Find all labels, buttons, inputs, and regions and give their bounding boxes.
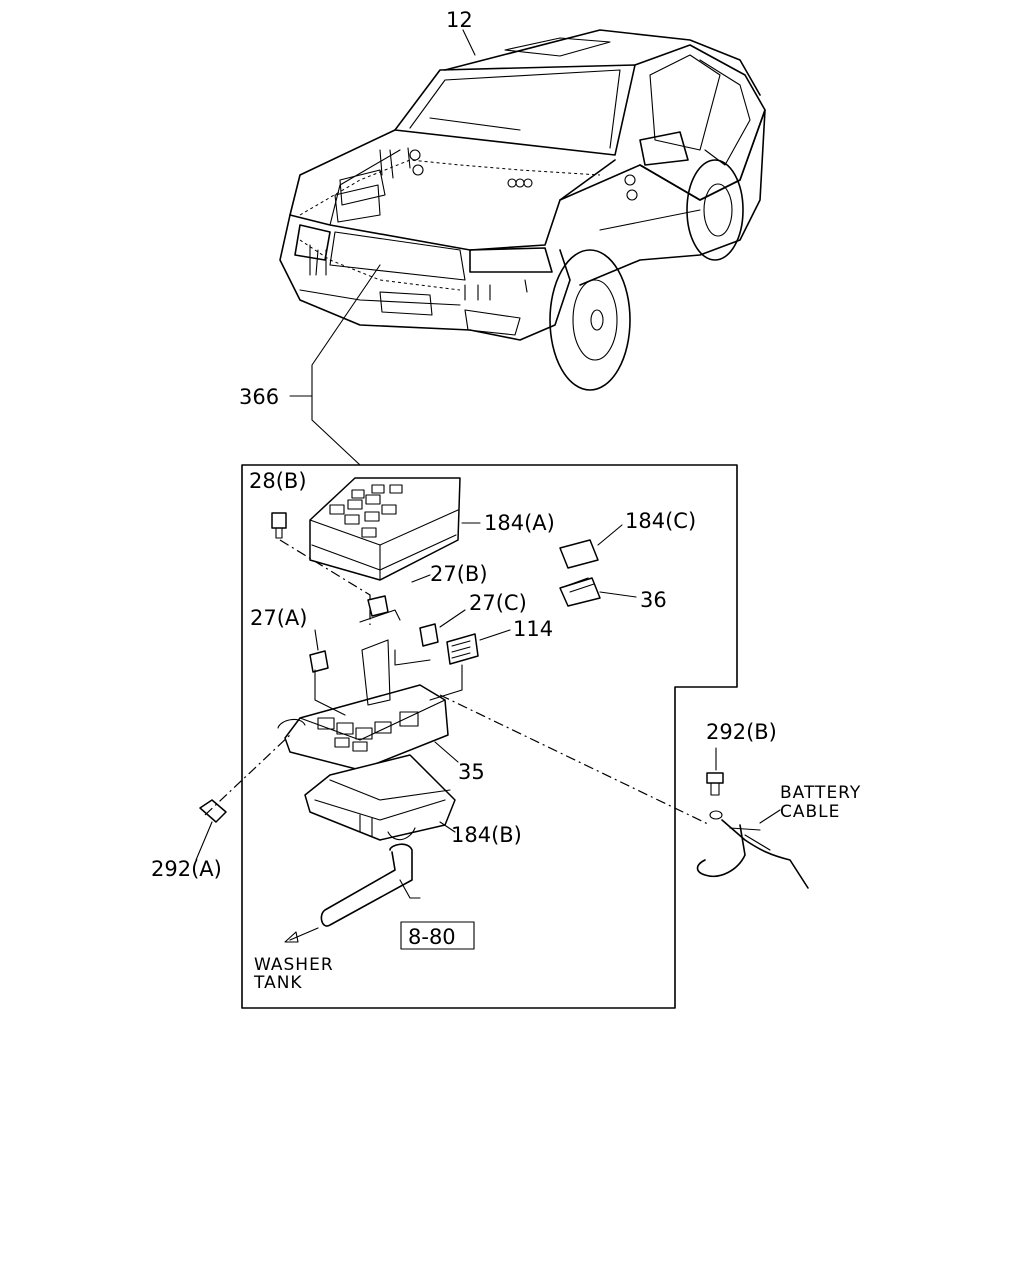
label-366: 366 (239, 385, 279, 409)
label-292a: 292(A) (151, 857, 222, 881)
label-27c: 27(C) (469, 591, 527, 615)
label-114: 114 (513, 617, 553, 641)
label-washer-line2: TANK (253, 973, 303, 993)
label-27a: 27(A) (250, 606, 307, 630)
label-washer-line1: WASHER (254, 955, 334, 975)
leader-lines (289, 29, 476, 466)
label-184a: 184(A) (484, 511, 555, 535)
label-184c: 184(C) (625, 509, 696, 533)
label-184b: 184(B) (451, 823, 522, 847)
vehicle-illustration (279, 29, 766, 391)
detail-frame (241, 464, 738, 1009)
label-28b: 28(B) (249, 469, 307, 493)
leader-12 (462, 29, 476, 56)
leader-366 (311, 264, 381, 466)
label-36: 36 (640, 588, 667, 612)
fuse-box-assembly (195, 477, 809, 943)
label-battery-line2: CABLE (780, 802, 840, 822)
label-ref-box: 8-80 (408, 925, 456, 949)
label-12: 12 (446, 8, 473, 32)
reference-box (400, 921, 475, 950)
label-battery-line1: BATTERY (780, 783, 861, 803)
label-292b: 292(B) (706, 720, 777, 744)
label-27b: 27(B) (430, 562, 488, 586)
label-35: 35 (458, 760, 485, 784)
